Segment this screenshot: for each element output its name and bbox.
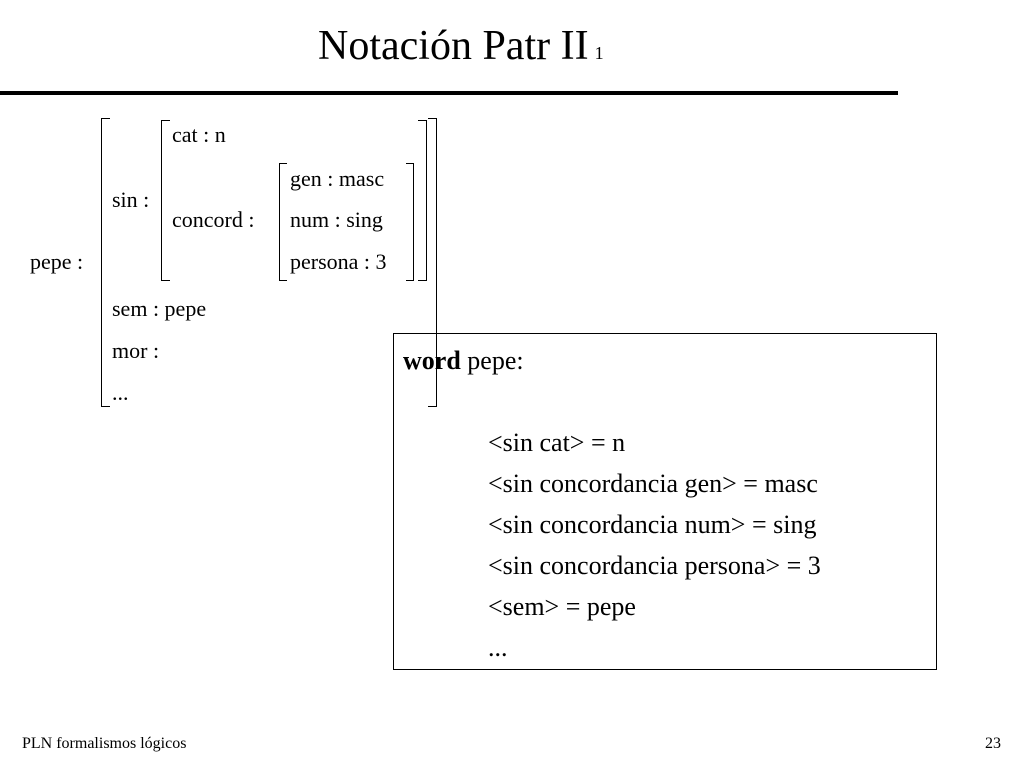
footer-page-number: 23	[985, 735, 1001, 752]
title-text: Notación Patr II	[318, 23, 589, 69]
code-line: <sem> = pepe	[488, 592, 636, 621]
word-name: pepe:	[460, 346, 524, 375]
concord-right-bracket	[406, 163, 414, 281]
code-line: <sin concordancia num> = sing	[488, 510, 817, 539]
matrix-persona-feature: persona : 3	[290, 249, 387, 274]
sin-right-bracket	[418, 120, 427, 281]
title-divider	[0, 91, 898, 95]
matrix-sin-label: sin :	[112, 187, 150, 212]
patr-code-box: word pepe: <sin cat> = n <sin concordanc…	[393, 333, 937, 670]
footer-course-label: PLN formalismos lógicos	[22, 735, 187, 752]
matrix-sem-feature: sem : pepe	[112, 296, 207, 321]
matrix-mor-feature: mor :	[112, 338, 160, 363]
code-line: <sin concordancia gen> = masc	[488, 469, 818, 498]
outer-right-bracket	[428, 118, 437, 407]
word-keyword: word	[403, 346, 461, 375]
code-line: ...	[488, 633, 508, 662]
matrix-cat-feature: cat : n	[172, 122, 226, 147]
code-line: <sin concordancia persona> = 3	[488, 551, 821, 580]
matrix-concord-label: concord :	[172, 207, 255, 232]
matrix-root-label: pepe :	[30, 249, 84, 274]
matrix-ellipsis: ...	[112, 380, 129, 405]
title-subscript: 1	[594, 43, 604, 63]
sin-left-bracket	[161, 120, 170, 281]
matrix-num-feature: num : sing	[290, 207, 383, 232]
concord-left-bracket	[279, 163, 287, 281]
code-line: <sin cat> = n	[488, 428, 626, 457]
outer-left-bracket	[101, 118, 110, 407]
matrix-gen-feature: gen : masc	[290, 166, 385, 191]
word-declaration: word pepe:	[403, 346, 524, 376]
